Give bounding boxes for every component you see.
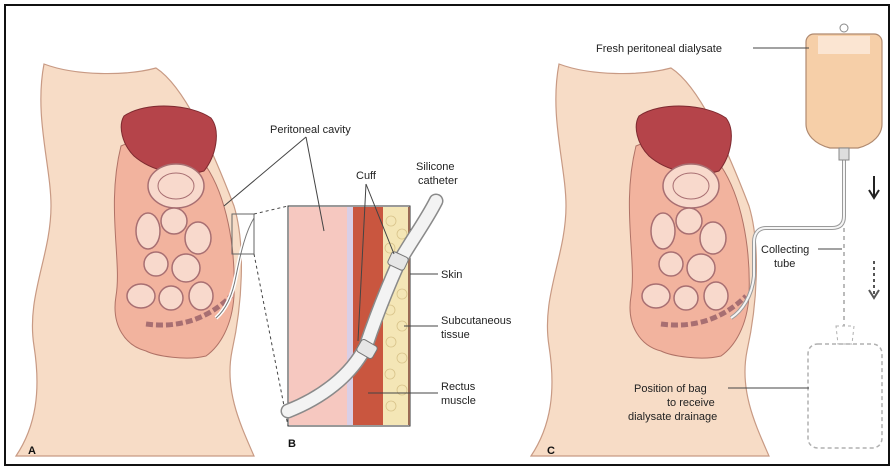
label-rectus-2: muscle bbox=[441, 395, 476, 407]
label-position-1: Position of bag bbox=[634, 383, 707, 395]
panel-a-torso: A bbox=[16, 64, 288, 457]
label-position-2: to receive bbox=[667, 397, 715, 409]
stomach-c bbox=[663, 164, 719, 208]
label-skin: Skin bbox=[441, 269, 462, 281]
label-fresh-dialysate: Fresh peritoneal dialysate bbox=[596, 43, 722, 55]
label-rectus-1: Rectus bbox=[441, 381, 476, 393]
panel-label-c: C bbox=[547, 445, 555, 457]
stomach-a bbox=[148, 164, 204, 208]
label-cuff: Cuff bbox=[356, 170, 377, 182]
figure-canvas: A Peritoneal cavity Cuff Silicone cathet… bbox=[6, 6, 890, 466]
panel-b-detail: Peritoneal cavity Cuff Silicone catheter… bbox=[224, 124, 512, 450]
dialysis-figure: A Peritoneal cavity Cuff Silicone cathet… bbox=[4, 4, 890, 466]
zoom-line-bottom bbox=[254, 254, 288, 426]
leader-peritoneal-1 bbox=[224, 137, 306, 206]
membrane-layer bbox=[347, 207, 353, 425]
label-subcutaneous-2: tissue bbox=[441, 329, 470, 341]
label-subcutaneous-1: Subcutaneous bbox=[441, 315, 512, 327]
label-collecting-2: tube bbox=[774, 258, 795, 270]
fresh-bag-top bbox=[818, 36, 870, 54]
bag-port bbox=[839, 148, 849, 160]
drainage-bag-neck bbox=[836, 326, 854, 344]
label-collecting-1: Collecting bbox=[761, 244, 809, 256]
label-silicone-1: Silicone bbox=[416, 161, 455, 173]
panel-label-a: A bbox=[28, 445, 36, 457]
label-silicone-2: catheter bbox=[418, 175, 458, 187]
zoom-line-top bbox=[254, 206, 288, 214]
bag-hanger bbox=[840, 24, 848, 32]
panel-label-b: B bbox=[288, 438, 296, 450]
label-position-3: dialysate drainage bbox=[628, 411, 717, 423]
drainage-bag bbox=[808, 344, 882, 448]
arrow-down-solid bbox=[869, 176, 879, 198]
panel-c-torso: Fresh peritoneal dialysate Collecting tu… bbox=[531, 24, 882, 457]
label-peritoneal-cavity: Peritoneal cavity bbox=[270, 124, 351, 136]
